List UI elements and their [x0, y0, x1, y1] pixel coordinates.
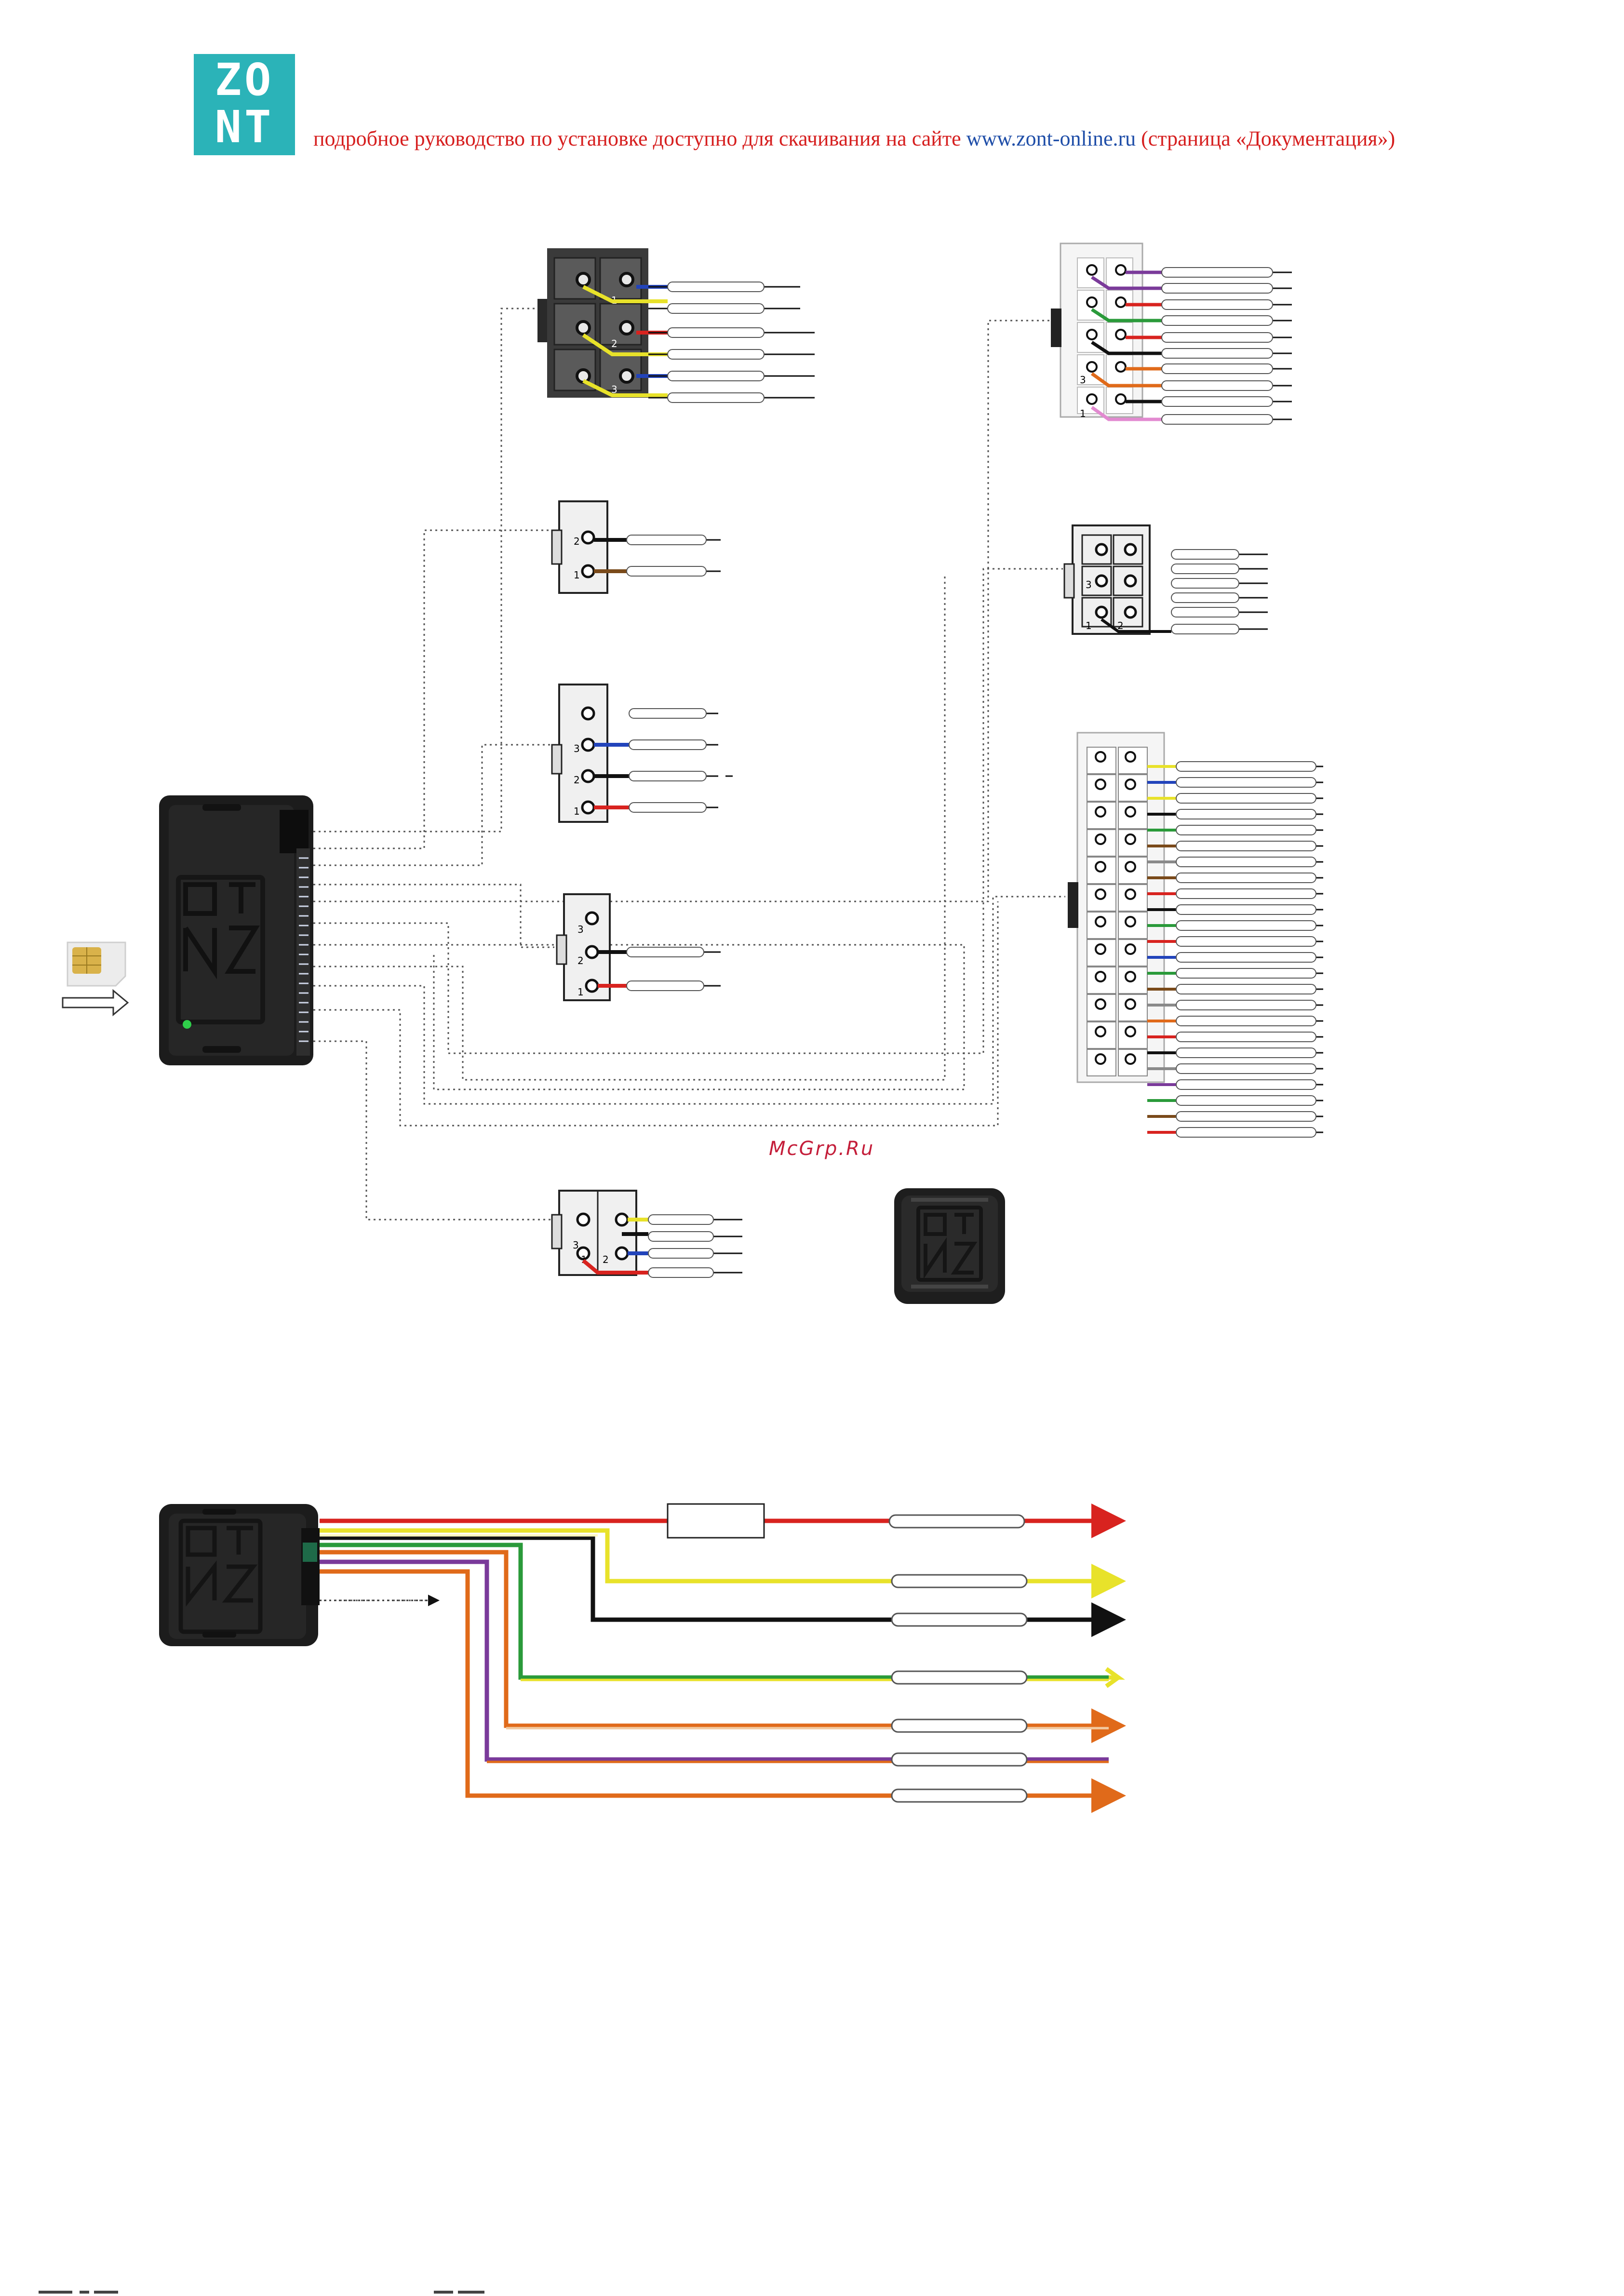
power-module — [159, 1504, 320, 1646]
connector-a-6pin: 1 2 3 — [537, 248, 815, 403]
svg-text:1: 1 — [574, 569, 580, 581]
wire-sleeve — [1176, 937, 1316, 946]
wire-sleeve — [1176, 825, 1316, 835]
connector-g-6pin: 3 1 2 — [1064, 525, 1268, 634]
pin — [1096, 1027, 1105, 1036]
fuse-icon — [668, 1504, 764, 1538]
wire-sleeve — [1176, 1112, 1316, 1121]
connector-b-2pin: 2 1 — [552, 501, 721, 593]
connector-e-4pin: 3 1 2 — [552, 1191, 742, 1277]
pin — [1126, 917, 1135, 926]
wire-sleeve — [1176, 1048, 1316, 1058]
sim-card-icon — [67, 942, 125, 986]
pin — [1096, 944, 1105, 954]
pin — [1126, 1027, 1135, 1036]
wire-sleeve — [1176, 1096, 1316, 1105]
wire-sleeve — [1176, 905, 1316, 914]
pin — [1096, 807, 1105, 817]
footer-marks — [39, 2291, 484, 2294]
pin — [1126, 889, 1135, 899]
pin — [1096, 889, 1105, 899]
wire-sleeve — [1176, 809, 1316, 819]
pin — [1126, 834, 1135, 844]
wire-sleeve — [1176, 953, 1316, 962]
svg-text:2: 2 — [611, 338, 617, 349]
pin — [1126, 779, 1135, 789]
svg-text:2: 2 — [574, 774, 580, 786]
pin — [1126, 1054, 1135, 1064]
wire-sleeve — [1176, 889, 1316, 899]
pin — [1126, 944, 1135, 954]
wire-sleeve — [1176, 1128, 1316, 1137]
wire-sleeve — [1176, 1016, 1316, 1026]
wire-sleeve — [1176, 984, 1316, 994]
pin — [1096, 917, 1105, 926]
wire-sleeve — [1176, 762, 1316, 771]
svg-text:3: 3 — [573, 1239, 579, 1251]
svg-text:2: 2 — [603, 1254, 609, 1265]
main-module — [159, 795, 313, 1065]
connector-d-3pin: 3 2 1 — [557, 894, 721, 1000]
radio-module — [894, 1188, 1005, 1304]
svg-text:1: 1 — [1086, 620, 1092, 631]
pin — [1096, 834, 1105, 844]
pin — [1096, 972, 1105, 981]
pin — [1096, 752, 1105, 762]
svg-text:2: 2 — [574, 536, 580, 547]
wire-sleeve — [1176, 873, 1316, 883]
wire-sleeve — [1176, 857, 1316, 867]
svg-text:3: 3 — [577, 924, 584, 935]
arrow-right-icon — [63, 991, 128, 1015]
wire-sleeve — [1176, 921, 1316, 930]
wire-sleeve — [1176, 1080, 1316, 1089]
svg-text:3: 3 — [1086, 579, 1092, 591]
pin — [1126, 862, 1135, 872]
svg-text:1: 1 — [577, 986, 584, 998]
svg-text:1: 1 — [1080, 408, 1086, 419]
pin — [1126, 807, 1135, 817]
svg-text:2: 2 — [577, 955, 584, 967]
pin — [1096, 779, 1105, 789]
wire-sleeve — [1176, 778, 1316, 787]
pin — [1096, 999, 1105, 1009]
pin — [1096, 862, 1105, 872]
wire-sleeve — [1176, 1032, 1316, 1042]
connector-h-24pin — [1068, 733, 1323, 1137]
wire-sleeve — [1176, 1000, 1316, 1010]
wire-sleeve — [1176, 841, 1316, 851]
pin — [1126, 752, 1135, 762]
pin — [1126, 999, 1135, 1009]
pin — [1126, 972, 1135, 981]
svg-text:3: 3 — [574, 743, 580, 754]
led-indicator-icon — [183, 1020, 191, 1029]
svg-text:3: 3 — [1080, 374, 1086, 386]
wire-sleeve — [1176, 968, 1316, 978]
connector-f-10pin: 3 1 — [1051, 243, 1292, 424]
connector-c-4pin: 3 2 1 — [552, 685, 733, 822]
svg-text:1: 1 — [574, 806, 580, 817]
wire-sleeve — [1176, 1064, 1316, 1074]
wire-sleeve — [1176, 793, 1316, 803]
pin — [1096, 1054, 1105, 1064]
